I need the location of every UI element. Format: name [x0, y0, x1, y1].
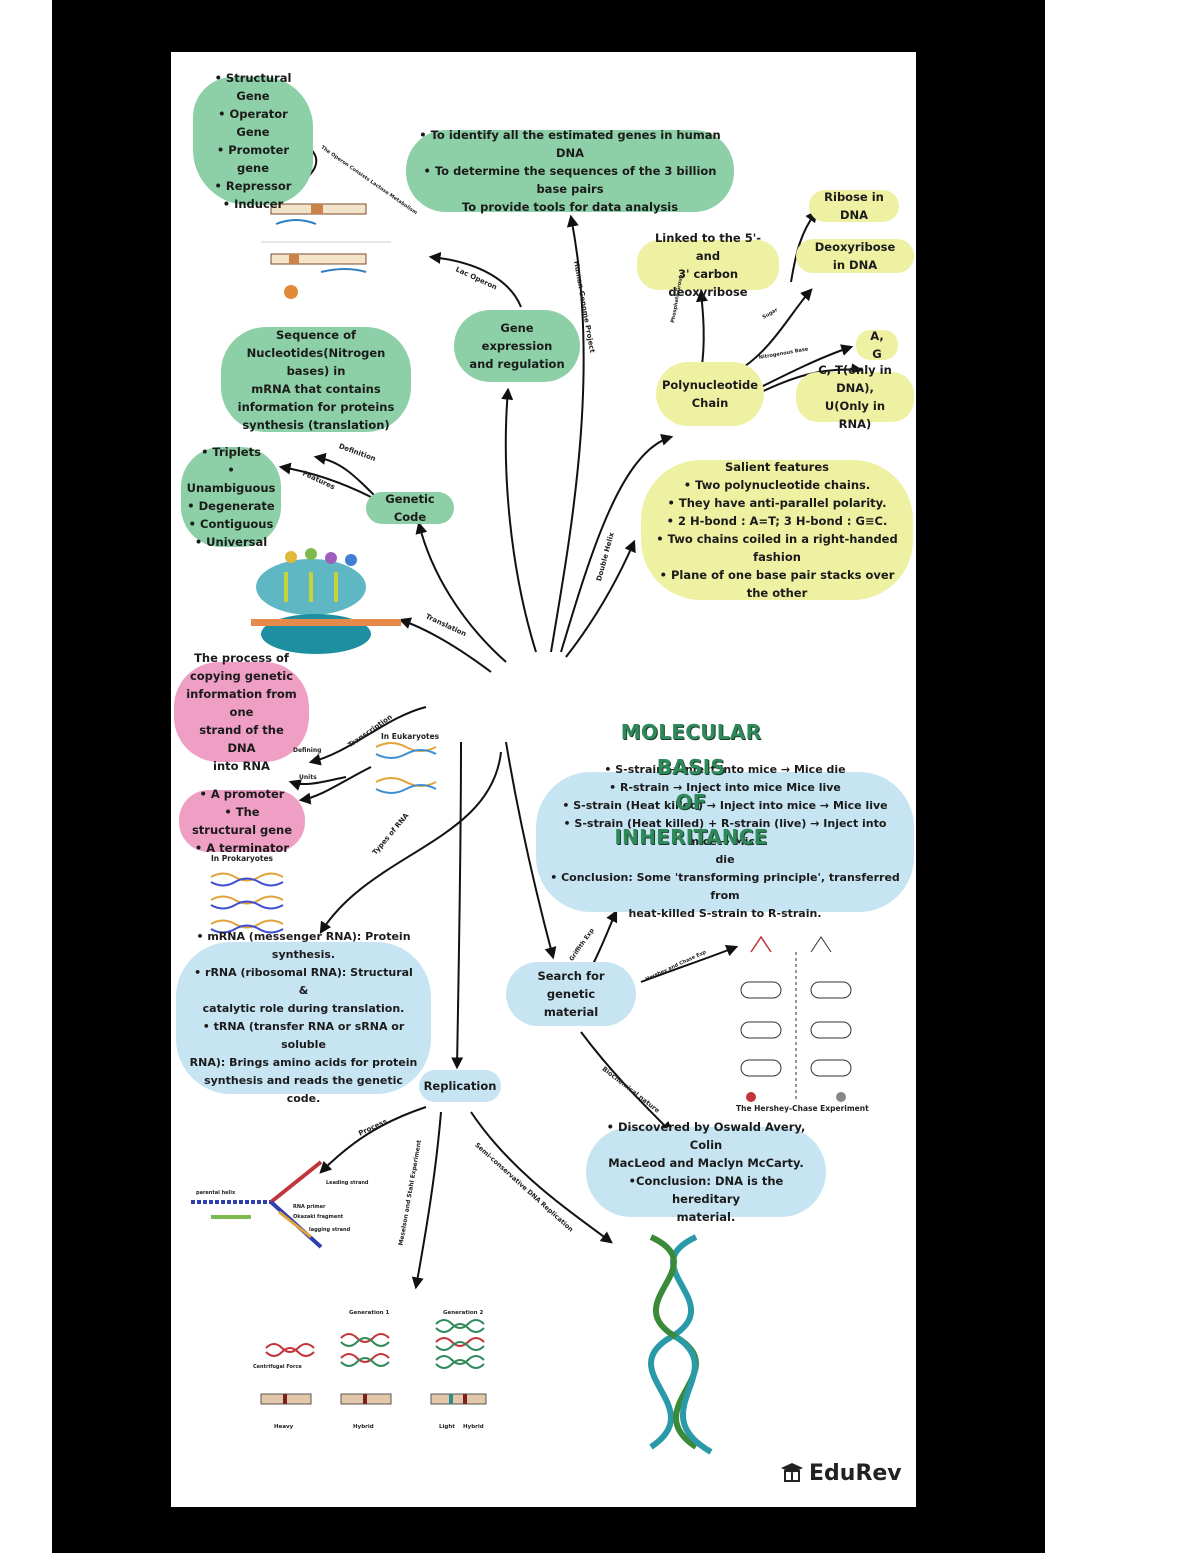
ctu-box: C, T(only in DNA), U(Only in RNA)	[796, 363, 914, 431]
arrow-genetic-code	[415, 521, 507, 663]
label-parental-helix: parental helix	[196, 1190, 236, 1196]
arrow-replication	[451, 741, 464, 1070]
search-genetic-material-box: Search for genetic material	[506, 962, 636, 1026]
edurev-logo: EduRev	[779, 1460, 902, 1486]
hershey-chase-figure	[740, 935, 852, 1102]
transcription-figures	[210, 742, 437, 934]
deoxyribose-box: Deoxyribose in DNA	[796, 239, 914, 273]
arrow-units	[298, 766, 372, 805]
lac-operon-figure	[261, 203, 391, 299]
label-okazaki: Okazaki fragment	[293, 1214, 344, 1220]
label-centrifugal: Centrifugal Force	[253, 1364, 302, 1370]
arrow-ag	[750, 344, 854, 393]
arrow-hgp	[550, 214, 585, 653]
gene-expression-box: Gene expression and regulation	[454, 310, 580, 382]
label-heavy: Heavy	[274, 1424, 294, 1430]
arrow-transcription	[308, 706, 427, 766]
arrow-lac-operon	[428, 251, 522, 308]
transcription-units-box: • A promoter • The structural gene • A t…	[179, 787, 305, 855]
mind-map-page: • Structural Gene • Operator Gene • Prom…	[171, 52, 916, 1507]
label-in-prokaryotes: In Prokaryotes	[211, 854, 274, 863]
arrow-translation	[398, 617, 492, 673]
griffith-experiment-box: • S-strain → Inject into mice → Mice die…	[536, 763, 914, 920]
mortarboard-icon	[781, 1463, 803, 1482]
arrow-polynucleotide	[560, 434, 674, 653]
double-helix-figure	[648, 1234, 713, 1455]
label-generation-1: Generation 1	[349, 1310, 390, 1316]
arrow-features	[278, 462, 372, 498]
arrow-types-rna	[319, 751, 502, 935]
edge-label-units: Units	[299, 774, 317, 781]
codon-definition-box: Sequence of Nucleotides(Nitrogen bases) …	[221, 327, 411, 432]
arrow-semi	[470, 1111, 613, 1244]
ag-box: A, G	[856, 329, 898, 361]
code-features-box: • Triplets • Unambiguous • Degenerate • …	[181, 445, 281, 549]
transcription-definition-box: The process of copying genetic informati…	[174, 651, 309, 773]
edge-label-defining: Defining	[293, 747, 322, 754]
arrow-gene-expression	[501, 387, 537, 653]
arrow-hershey	[640, 944, 739, 983]
label-hybrid: Hybrid	[353, 1424, 374, 1430]
label-generation-2: Generation 2	[443, 1310, 484, 1316]
translation-figure	[251, 548, 401, 654]
rna-types-box: • mRNA (messenger RNA): Protein synthesi…	[176, 930, 431, 1105]
arrow-phosphate	[695, 289, 708, 373]
central-title: MOLECULAR BASIS OF INHERITANCE	[596, 715, 786, 855]
operon-components-box: • Structural Gene • Operator Gene • Prom…	[193, 71, 313, 211]
salient-features-box: Salient features • Two polynucleotide ch…	[641, 460, 913, 600]
linked-carbon-box: Linked to the 5'- and 3' carbon deoxyrib…	[637, 231, 779, 299]
arrow-biochemical	[580, 1031, 673, 1134]
label-light: Light	[439, 1424, 455, 1430]
arrow-sugar-deoxy	[735, 288, 813, 373]
arrow-meselson	[411, 1111, 442, 1290]
label-in-eukaryotes: In Eukaryotes	[381, 732, 440, 741]
label-lagging-strand: lagging strand	[309, 1227, 351, 1233]
meselson-figure	[260, 1319, 487, 1405]
genetic-code-box: Genetic Code	[366, 492, 454, 524]
replication-box: Replication	[419, 1070, 501, 1102]
ribose-box: Ribose in DNA	[809, 190, 899, 222]
polynucleotide-box: Polynucleotide Chain	[656, 362, 764, 426]
label-hybrid-2: Hybrid	[463, 1424, 484, 1430]
avery-box: • Discovered by Oswald Avery, Colin MacL…	[586, 1120, 826, 1224]
hgp-goals-box: • To identify all the estimated genes in…	[406, 128, 734, 214]
replication-fork-figure	[191, 1160, 323, 1249]
title-line-1: MOLECULAR BASIS	[620, 720, 762, 779]
title-line-2: OF INHERITANCE	[614, 790, 768, 849]
label-rna-primer: RNA primer	[293, 1204, 326, 1210]
arrow-search	[505, 741, 557, 960]
label-leading-strand: Leading strand	[326, 1180, 369, 1186]
label-hershey-caption: The Hershey-Chase Experiment	[736, 1104, 869, 1113]
connector-lines	[191, 136, 864, 1455]
arrow-process	[319, 1106, 427, 1174]
arrow-double-helix	[565, 539, 636, 658]
arrow-defining	[288, 776, 347, 791]
brand-name: EduRev	[809, 1460, 902, 1486]
